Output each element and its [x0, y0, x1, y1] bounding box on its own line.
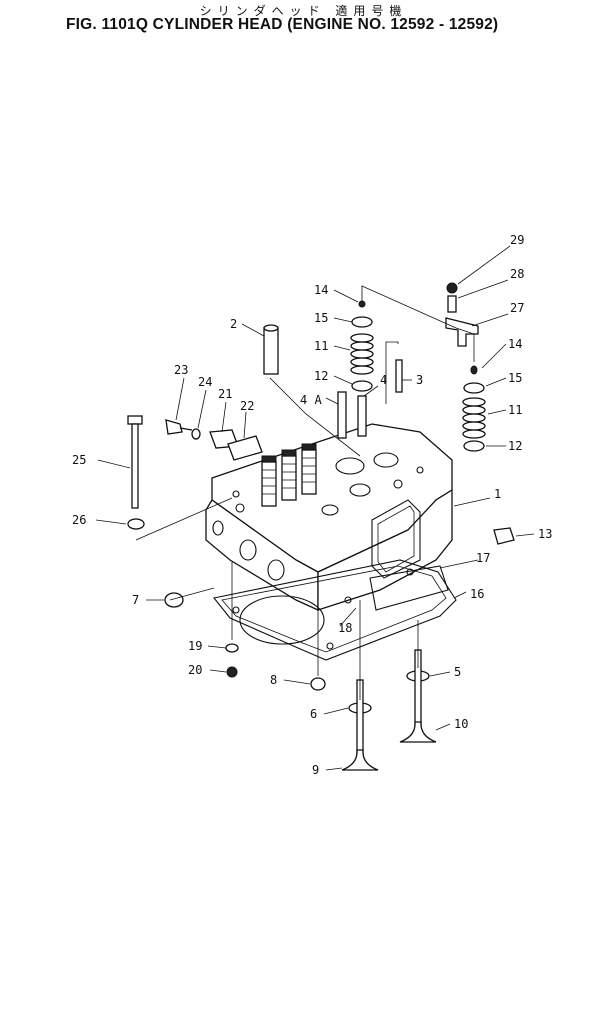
callout-11-right: 11	[508, 403, 522, 417]
valve-spring-cluster	[261, 443, 317, 507]
callout-4a: 4 A	[300, 393, 322, 407]
callout-13: 13	[538, 527, 552, 541]
callout-12-left: 12	[314, 369, 328, 383]
part-4-guide	[357, 395, 367, 437]
part-5-10-valve	[399, 649, 437, 743]
callout-5: 5	[454, 665, 461, 679]
callout-23: 23	[174, 363, 188, 377]
callout-21: 21	[218, 387, 232, 401]
callout-10: 10	[454, 717, 468, 731]
callout-19: 19	[188, 639, 202, 653]
callout-14-right: 14	[508, 337, 522, 351]
callout-25: 25	[72, 453, 86, 467]
part-7-plug	[164, 592, 184, 608]
part-13-plug	[493, 527, 515, 545]
callout-7: 7	[132, 593, 139, 607]
callout-12-right: 12	[508, 439, 522, 453]
part-8-dowel	[310, 677, 326, 691]
right-spring-stack	[462, 365, 486, 452]
callout-1: 1	[494, 487, 501, 501]
callout-11-left: 11	[314, 339, 328, 353]
part-2-sleeve	[263, 324, 279, 375]
head-gasket	[213, 559, 457, 661]
callout-29: 29	[510, 233, 524, 247]
part-20-plug	[226, 666, 238, 678]
part-22-cover-plate	[227, 435, 263, 461]
callout-15-left: 15	[314, 311, 328, 325]
callout-17: 17	[476, 551, 490, 565]
callout-2: 2	[230, 317, 237, 331]
part-26-washer	[127, 518, 145, 530]
page-title: FIG. 1101Q CYLINDER HEAD (ENGINE NO. 125…	[66, 16, 499, 33]
left-spring-stack	[350, 300, 374, 392]
callout-18: 18	[338, 621, 352, 635]
callout-16: 16	[470, 587, 484, 601]
leader-lines	[95, 245, 535, 771]
part-27-bridge	[445, 317, 479, 347]
page-title-japanese: シリンダヘッド 適用号機	[199, 4, 408, 18]
callout-24: 24	[198, 375, 212, 389]
callout-22: 22	[240, 399, 254, 413]
part-25-head-bolt	[127, 415, 143, 509]
callout-14-left: 14	[314, 283, 328, 297]
callout-9: 9	[312, 763, 319, 777]
callout-15-right: 15	[508, 371, 522, 385]
callout-27: 27	[510, 301, 524, 315]
cylinder-head-block	[205, 423, 453, 612]
callout-28: 28	[510, 267, 524, 281]
part-19-ring	[225, 643, 239, 653]
callout-3: 3	[416, 373, 423, 387]
part-29-nut	[446, 282, 458, 294]
callout-6: 6	[310, 707, 317, 721]
part-3-pin	[395, 359, 403, 393]
callout-26: 26	[72, 513, 86, 527]
part-24-washer	[191, 428, 201, 440]
callout-4: 4	[380, 373, 387, 387]
callout-labels: 29 28 27 14 14 15 15 2 11 11 12 12 3 4 4…	[72, 233, 552, 777]
part-4a-guide	[337, 391, 347, 439]
part-28-screw	[447, 295, 457, 313]
callout-8: 8	[270, 673, 277, 687]
callout-20: 20	[188, 663, 202, 677]
part-23-bolt	[165, 419, 193, 435]
